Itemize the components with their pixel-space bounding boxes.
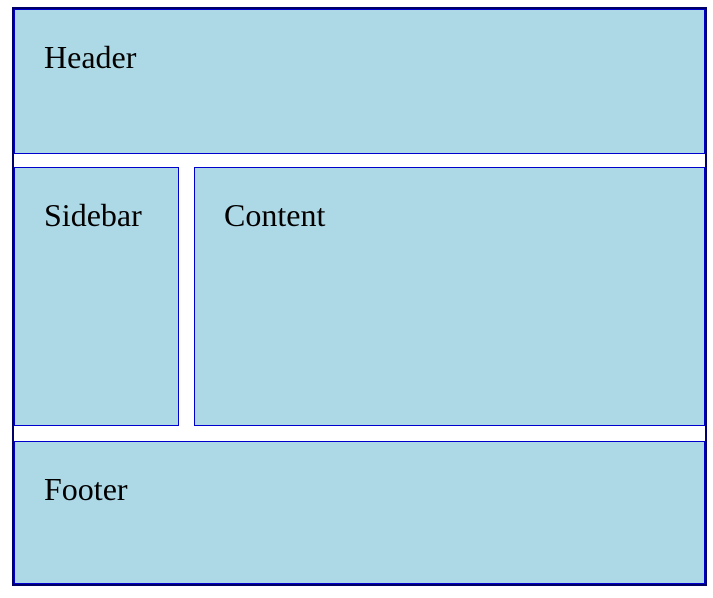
footer-label: Footer — [44, 471, 128, 507]
header-label: Header — [44, 39, 137, 75]
layout-frame: Header Sidebar Content Footer — [12, 7, 707, 586]
content-label: Content — [224, 197, 326, 233]
content-region: Content — [194, 167, 705, 426]
sidebar-label: Sidebar — [44, 197, 142, 233]
sidebar-region: Sidebar — [14, 167, 179, 426]
header-region: Header — [14, 9, 705, 154]
footer-region: Footer — [14, 441, 705, 584]
